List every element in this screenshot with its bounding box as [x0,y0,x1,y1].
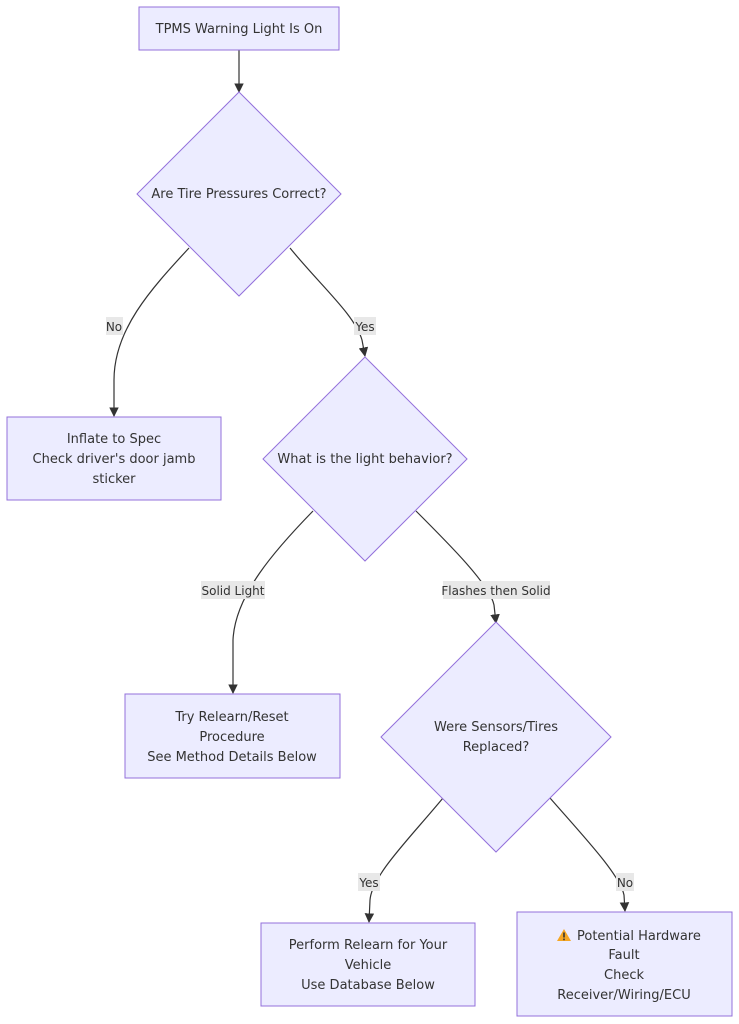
edge-replaced-yes [364,797,444,923]
warning-icon [557,929,571,941]
svg-text:Procedure: Procedure [199,730,264,745]
svg-text:TPMS Warning Light Is On: TPMS Warning Light Is On [155,22,323,37]
svg-text:Check: Check [604,968,644,983]
svg-text:Yes: Yes [354,320,374,334]
edge-label-replaced-no: No [616,873,634,891]
svg-text:Replaced?: Replaced? [463,740,530,755]
edge-behavior-solid [228,510,314,694]
edge-pressure-no [109,247,190,417]
edges [109,50,630,923]
edge-label-pressure-yes: Yes [354,317,376,335]
svg-text:Check driver's door jamb: Check driver's door jamb [33,452,196,467]
node-inflate: Inflate to Spec Check driver's door jamb… [6,416,222,501]
svg-text:See Method Details Below: See Method Details Below [147,750,317,765]
svg-text:Are Tire Pressures Correct?: Are Tire Pressures Correct? [151,187,326,202]
edge-label-pressure-no: No [106,317,123,335]
svg-text:Potential Hardware: Potential Hardware [577,929,701,944]
svg-text:No: No [617,876,633,890]
svg-text:Receiver/Wiring/ECU: Receiver/Wiring/ECU [557,988,690,1003]
svg-text:Vehicle: Vehicle [345,958,392,973]
edge-label-behavior-flash: Flashes then Solid [441,581,551,599]
svg-text:What is the light behavior?: What is the light behavior? [277,452,452,467]
svg-text:Perform Relearn for Your: Perform Relearn for Your [289,938,448,953]
edge-replaced-no [549,797,630,912]
svg-text:Fault: Fault [608,948,639,963]
edge-label-replaced-yes: Yes [358,873,380,891]
decision-light-behavior: What is the light behavior? [262,356,468,562]
svg-text:sticker: sticker [92,472,136,487]
node-perform-relearn: Perform Relearn for Your Vehicle Use Dat… [260,922,476,1007]
edge-behavior-flash [415,510,500,624]
svg-text:Yes: Yes [358,876,378,890]
svg-text:Flashes then Solid: Flashes then Solid [441,584,550,598]
node-start: TPMS Warning Light Is On [138,6,340,51]
edge-pressure-yes [289,247,369,357]
svg-text:Use Database Below: Use Database Below [301,978,435,993]
svg-text:No: No [106,320,122,334]
svg-text:Inflate to Spec: Inflate to Spec [67,432,161,447]
svg-text:Try Relearn/Reset: Try Relearn/Reset [174,710,288,725]
edge-label-behavior-solid: Solid Light [201,581,265,599]
decision-sensors-replaced: Were Sensors/Tires Replaced? [380,621,612,853]
decision-pressure-check: Are Tire Pressures Correct? [136,91,342,297]
node-relearn-reset: Try Relearn/Reset Procedure See Method D… [124,693,341,779]
node-hardware-fault: Potential Hardware Fault Check Receiver/… [516,911,733,1017]
svg-text:Solid Light: Solid Light [201,584,264,598]
svg-text:Were Sensors/Tires: Were Sensors/Tires [434,720,558,735]
